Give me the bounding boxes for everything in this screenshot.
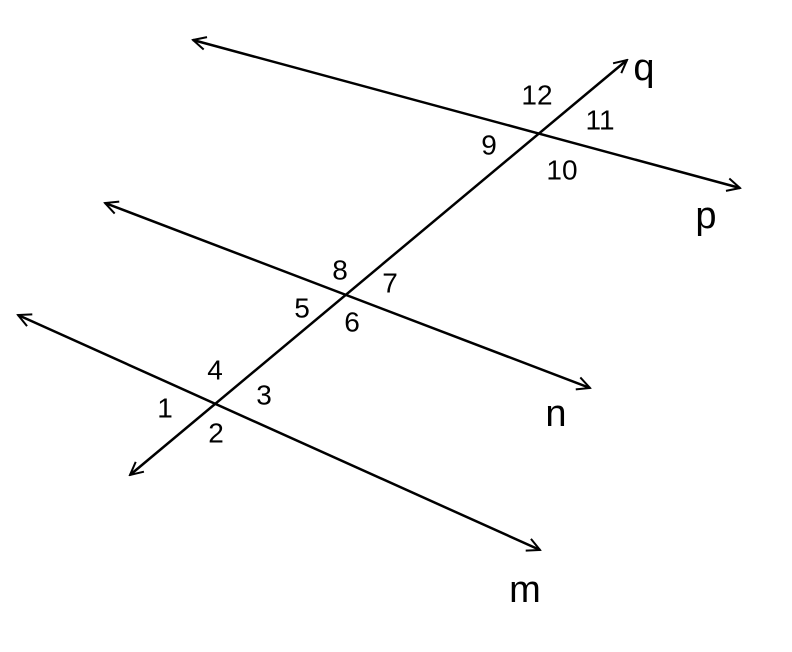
angle-4: 4 — [207, 355, 223, 386]
angle-7: 7 — [382, 268, 398, 299]
angle-2: 2 — [208, 418, 224, 449]
angle-3: 3 — [256, 380, 272, 411]
angle-11: 11 — [585, 105, 614, 136]
line-q-transversal — [130, 60, 627, 475]
angle-6: 6 — [344, 307, 360, 338]
label-q: q — [633, 47, 654, 89]
label-n: n — [545, 393, 566, 435]
angle-10: 10 — [546, 155, 577, 186]
angle-8: 8 — [332, 255, 348, 286]
line-p — [193, 40, 740, 188]
angle-1: 1 — [157, 393, 173, 424]
line-n — [105, 203, 590, 388]
angle-9: 9 — [481, 130, 497, 161]
label-m: m — [509, 569, 541, 611]
label-p: p — [695, 195, 716, 237]
angle-12: 12 — [521, 80, 552, 111]
angle-5: 5 — [294, 293, 310, 324]
